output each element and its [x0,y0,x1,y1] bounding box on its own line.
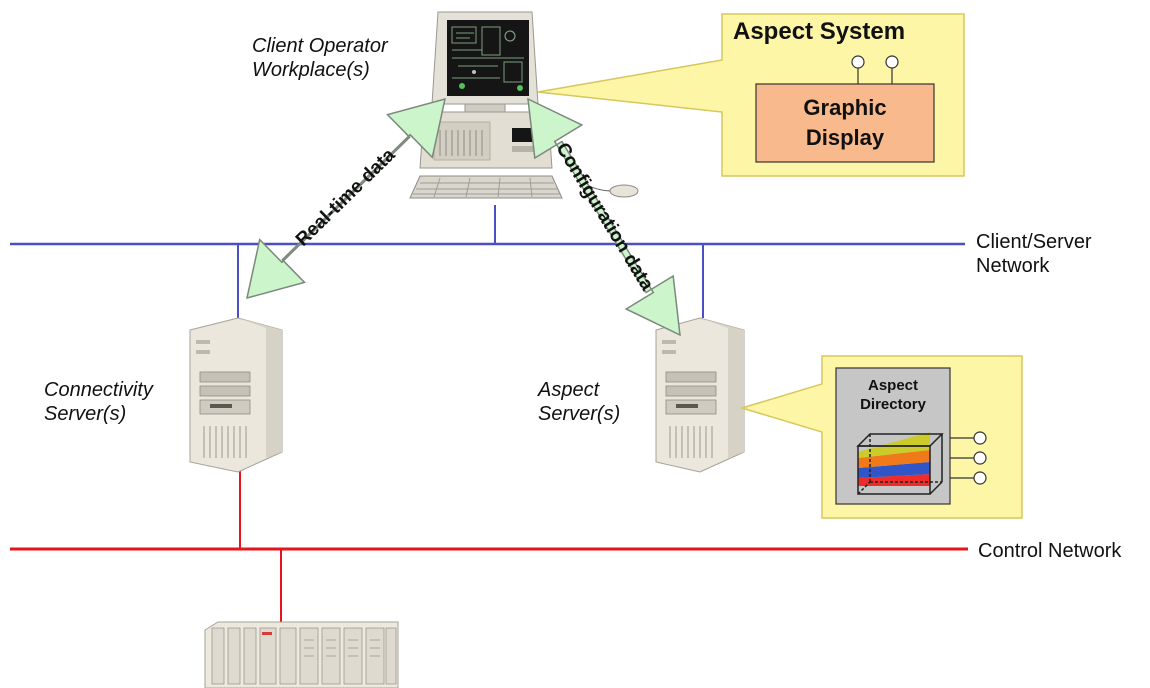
client-server-network [10,205,965,318]
aspect-server-label: Aspect Server(s) [538,379,621,425]
client-workstation-icon [409,11,639,199]
aspect-connector-pins [851,55,899,84]
aspect-system-title: Aspect System [733,18,906,45]
connectivity-server-label: Connectivity Server(s) [44,379,153,425]
configuration-data-label: Configuration data [551,139,657,294]
client-server-network-label: Client/Server Network [976,231,1092,277]
graphic-display-box [755,83,935,163]
configuration-data-arrow [527,97,681,337]
aspect-directory-callout [739,355,1023,519]
controller-rack-icon [204,621,399,688]
aspect-server-icon [655,317,745,473]
control-network [10,470,968,622]
aspect-directory-label: Aspect Directory [860,377,926,413]
aspect-system-callout [537,13,965,177]
connectivity-server-icon [189,317,283,473]
aspect-directory-store-icon [856,432,944,495]
aspect-directory-pins [950,431,987,485]
realtime-data-label: Real-time data [292,144,400,250]
client-workplace-label: Client Operator Workplace(s) [252,35,388,81]
graphic-display-label: Graphic Display [803,95,887,150]
realtime-data-arrow [246,97,446,300]
control-network-label: Control Network [978,540,1122,562]
